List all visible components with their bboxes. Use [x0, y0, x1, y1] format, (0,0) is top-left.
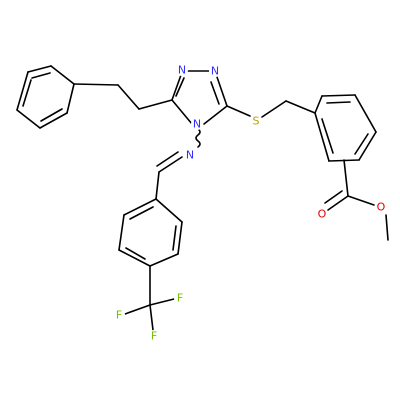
- bond: [177, 221, 183, 255]
- label-bg: [148, 330, 160, 342]
- label-bg: [176, 64, 188, 76]
- bond: [285, 100, 316, 114]
- bond: [343, 159, 349, 197]
- bond: [175, 77, 185, 97]
- bond: [171, 74, 182, 101]
- bond: [155, 198, 183, 223]
- bond: [326, 101, 351, 104]
- bond: [354, 94, 377, 133]
- bond: [210, 81, 220, 105]
- bond: [118, 249, 151, 267]
- bond: [155, 171, 160, 200]
- bond: [16, 109, 41, 129]
- label-bg: [113, 309, 125, 321]
- bond: [149, 253, 179, 267]
- bond: [314, 95, 323, 114]
- bond: [385, 214, 389, 241]
- atom-f3: F: [151, 330, 157, 343]
- bond: [172, 225, 177, 251]
- bond: [149, 304, 154, 331]
- atom-n-imine: N: [186, 149, 194, 162]
- label-bg: [250, 115, 262, 127]
- bond: [138, 99, 173, 110]
- bond: [66, 83, 75, 114]
- bond: [117, 84, 140, 110]
- atom-n3: N: [193, 118, 201, 131]
- bond: [358, 131, 377, 161]
- bond: [39, 112, 68, 129]
- bond: [50, 65, 75, 85]
- bond: [321, 118, 334, 154]
- bond: [324, 190, 343, 204]
- bond-layer: [16, 65, 389, 331]
- atom-f2: F: [177, 292, 183, 305]
- bond: [216, 76, 228, 107]
- label-bg: [184, 149, 196, 161]
- atom-n1: N: [178, 64, 186, 77]
- bond: [203, 105, 228, 125]
- label-bg: [191, 118, 203, 130]
- bond: [149, 298, 175, 306]
- bond: [226, 105, 251, 117]
- label-bg: [174, 292, 186, 304]
- bond: [156, 151, 179, 167]
- bond: [16, 71, 29, 111]
- bond: [40, 108, 63, 122]
- bond: [123, 198, 157, 216]
- atom-f1: F: [116, 309, 122, 322]
- bond: [261, 100, 287, 118]
- bond: [118, 214, 125, 251]
- bond: [27, 65, 52, 73]
- bond: [314, 112, 330, 162]
- bond: [321, 94, 356, 97]
- bond: [129, 206, 154, 220]
- bond: [124, 304, 151, 315]
- bond: [31, 72, 51, 79]
- atom-o-carbonyl: O: [318, 208, 327, 221]
- atom-n2: N: [211, 65, 219, 78]
- atom-s: S: [253, 115, 260, 128]
- bond: [158, 156, 183, 173]
- label-bg: [316, 208, 328, 220]
- bond: [171, 99, 193, 125]
- bond: [73, 83, 119, 86]
- wavy-bond: [195, 128, 201, 148]
- atom-o-ester: O: [377, 201, 386, 214]
- atom-label-layer: N N N N S O O F F F: [113, 64, 387, 343]
- label-bg: [375, 201, 387, 213]
- bond: [327, 195, 349, 211]
- bond: [125, 247, 146, 260]
- bond: [347, 195, 375, 206]
- bond: [354, 133, 369, 155]
- label-bg: [209, 65, 221, 77]
- bond: [22, 79, 32, 107]
